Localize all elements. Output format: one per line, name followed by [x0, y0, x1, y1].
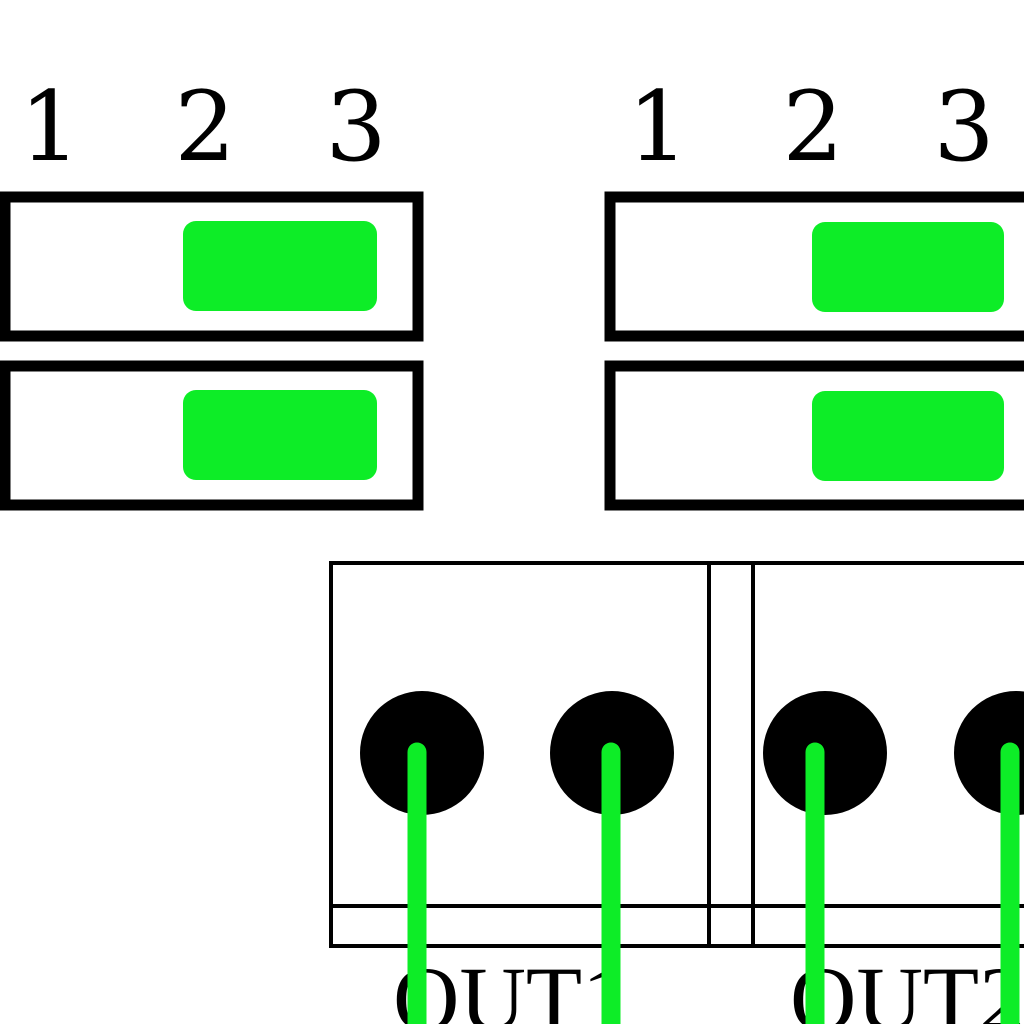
position-label-3: 3: [933, 71, 994, 183]
output-label-out1: OUT1: [393, 948, 628, 1024]
slide-switch[interactable]: [0, 191, 424, 342]
slide-switch[interactable]: [604, 360, 1024, 511]
terminal-block-housing: [329, 561, 1024, 948]
slide-switch[interactable]: [604, 191, 1024, 342]
position-label-2: 2: [782, 71, 843, 183]
switch-group-left: 1 2 3: [0, 71, 424, 511]
output-wires: [407, 742, 1020, 1024]
slide-switch[interactable]: [0, 360, 424, 511]
screw-terminal[interactable]: [763, 691, 887, 815]
position-label-1: 1: [627, 71, 688, 183]
position-label-2: 2: [174, 71, 235, 183]
switch-slider[interactable]: [183, 390, 377, 480]
position-label-1: 1: [19, 71, 80, 183]
switch-slider[interactable]: [812, 391, 1004, 481]
terminal-block-out2-outline: [751, 561, 1024, 948]
switch-slider[interactable]: [183, 221, 377, 311]
switch-slider[interactable]: [812, 222, 1004, 312]
terminal-screws: [360, 691, 1024, 815]
switch-group-right: 1 2 3: [604, 71, 1024, 511]
terminal-separator: [707, 561, 755, 948]
position-label-3: 3: [325, 71, 386, 183]
switch-housing: [604, 360, 1024, 511]
output-label-out2: OUT2: [790, 948, 1024, 1024]
